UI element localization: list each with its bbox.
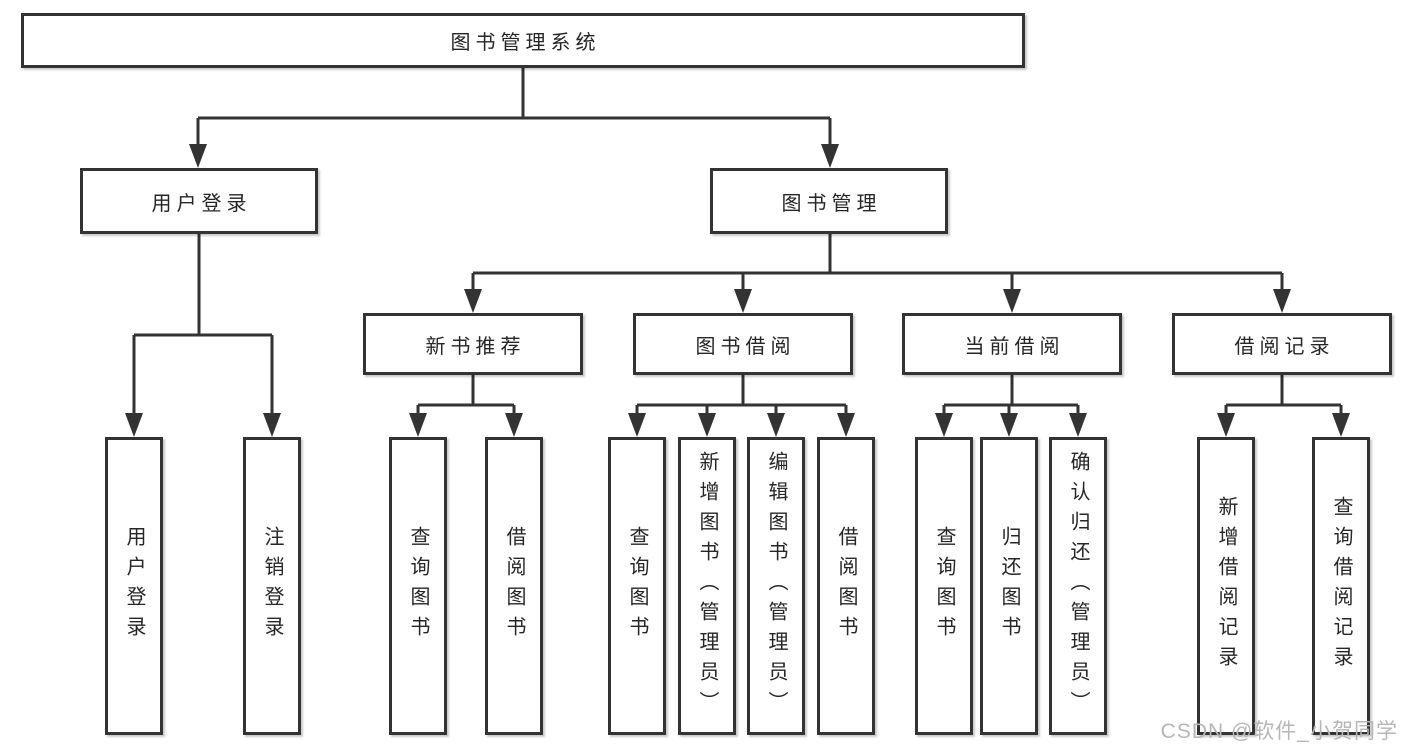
leaf-label: 新增借阅记录 xyxy=(1215,496,1237,676)
node-borrowing-records: 借阅记录 xyxy=(1172,313,1392,375)
node-user-login: 用户登录 xyxy=(80,168,318,234)
leaf-logout: 注销登录 xyxy=(243,437,301,735)
leaf-label: 借阅图书 xyxy=(835,526,857,646)
leaf-borrow-books: 借阅图书 xyxy=(817,437,875,735)
node-current-borrowing: 当前借阅 xyxy=(902,313,1122,375)
leaf-label: 查询借阅记录 xyxy=(1330,496,1352,676)
leaf-edit-books-admin: 编辑图书（管理员） xyxy=(747,437,805,735)
leaf-borrow-books-recommend: 借阅图书 xyxy=(485,437,543,735)
node-label: 图书借阅 xyxy=(695,335,796,358)
node-label: 新书推荐 xyxy=(425,335,526,358)
leaf-label: 查询图书 xyxy=(626,526,648,646)
leaf-add-borrow-record: 新增借阅记录 xyxy=(1197,437,1255,735)
leaf-label: 新增图书（管理员） xyxy=(696,451,718,721)
leaf-query-books-borrowing: 查询图书 xyxy=(608,437,666,735)
csdn-watermark: CSDN @软件_小贺同学 xyxy=(1160,720,1398,743)
leaf-query-borrow-record: 查询借阅记录 xyxy=(1312,437,1370,735)
node-book-management: 图书管理 xyxy=(710,168,948,234)
leaf-label: 用户登录 xyxy=(123,526,145,646)
leaf-return-books: 归还图书 xyxy=(980,437,1038,735)
leaf-label: 注销登录 xyxy=(261,526,283,646)
node-label: 用户登录 xyxy=(151,192,252,215)
node-book-borrowing: 图书借阅 xyxy=(633,313,853,375)
leaf-label: 查询图书 xyxy=(933,526,955,646)
node-label: 图书管理系统 xyxy=(450,32,601,54)
node-new-book-recommendation: 新书推荐 xyxy=(363,313,583,375)
leaf-label: 借阅图书 xyxy=(503,526,525,646)
node-label: 图书管理 xyxy=(781,192,882,215)
leaf-label: 归还图书 xyxy=(998,526,1020,646)
node-label: 当前借阅 xyxy=(964,335,1065,358)
leaf-label: 查询图书 xyxy=(407,526,429,646)
leaf-user-login: 用户登录 xyxy=(105,437,163,735)
leaf-query-books-recommend: 查询图书 xyxy=(389,437,447,735)
leaf-label: 编辑图书（管理员） xyxy=(765,451,787,721)
leaf-label: 确认归还（管理员） xyxy=(1067,451,1089,721)
leaf-add-books-admin: 新增图书（管理员） xyxy=(678,437,736,735)
leaf-confirm-return-admin: 确认归还（管理员） xyxy=(1049,437,1107,735)
node-library-management-system: 图书管理系统 xyxy=(21,13,1025,68)
leaf-query-books-current: 查询图书 xyxy=(915,437,973,735)
node-label: 借阅记录 xyxy=(1234,335,1335,358)
